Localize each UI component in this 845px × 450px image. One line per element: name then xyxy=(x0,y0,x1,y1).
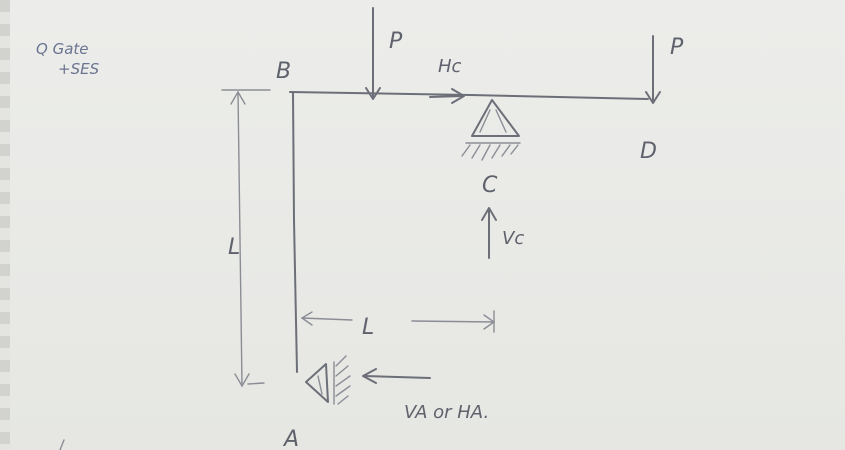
label-length-vertical: L xyxy=(228,235,240,260)
page-binding-edge xyxy=(0,0,10,450)
label-length-horizontal: L xyxy=(362,315,374,340)
member-ab xyxy=(292,91,298,373)
load-arrow-p2 xyxy=(645,35,661,104)
member-bd xyxy=(289,91,649,100)
dimension-horizontal xyxy=(300,310,496,333)
label-reaction-a: VA or HA. xyxy=(404,402,489,423)
support-a-wall-hatch xyxy=(333,355,351,405)
support-a-triangle xyxy=(305,363,329,403)
reaction-arrow-ha xyxy=(362,368,431,384)
reaction-arrow-hc xyxy=(429,88,465,104)
label-load-p1: P xyxy=(389,29,403,54)
dimension-vertical xyxy=(221,89,271,388)
reaction-arrow-vc xyxy=(481,207,497,259)
label-point-a: A xyxy=(282,427,299,450)
support-c-ground-hatch xyxy=(461,142,521,161)
support-c-triangle xyxy=(471,99,520,137)
label-point-d: D xyxy=(640,139,657,164)
label-load-p2: P xyxy=(670,35,684,60)
label-point-b: B xyxy=(276,59,291,84)
label-reaction-hc: Hc xyxy=(438,56,462,77)
label-point-c: C xyxy=(482,173,498,198)
label-reaction-vc: Vc xyxy=(502,228,524,249)
margin-note-line1: Q Gate xyxy=(36,40,89,58)
stray-pencil-mark xyxy=(59,439,65,450)
load-arrow-p1 xyxy=(365,7,381,100)
margin-note-line2: +SES xyxy=(58,60,100,78)
